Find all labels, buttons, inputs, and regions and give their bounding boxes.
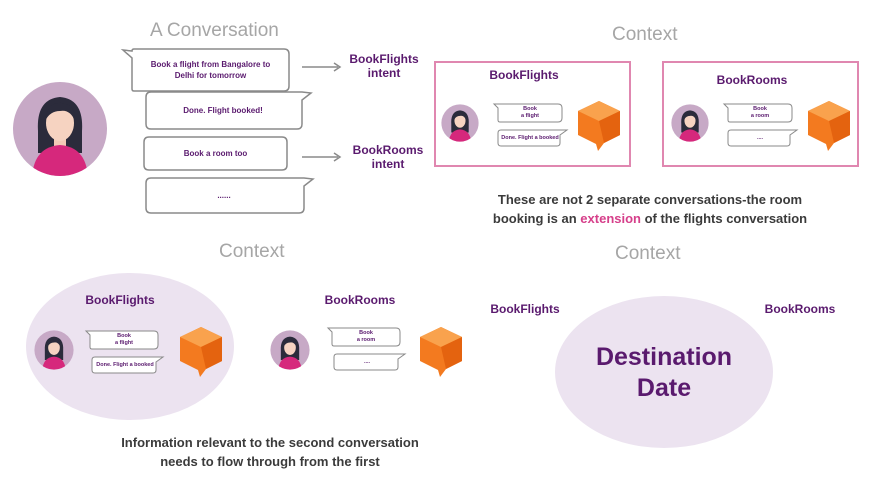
slot-date: Date	[636, 374, 692, 402]
user-avatar-icon	[13, 82, 107, 176]
caption-line: These are not 2 separate conversations-t…	[497, 192, 803, 207]
message-text: Book a room	[356, 330, 376, 343]
message-bubble: Book a room too	[144, 137, 287, 170]
bubble-tail-shape	[120, 48, 290, 92]
context-heading-mid-left: Context	[219, 241, 285, 262]
message-bubble: Book a flight	[498, 104, 562, 122]
bubble-tail-shape	[727, 129, 799, 147]
message-bubble: Book a room	[728, 104, 792, 122]
user-avatar-icon	[34, 330, 74, 370]
panel-title: BookFlights	[489, 68, 559, 82]
message-bubble: Done. Flight a booked	[498, 130, 562, 146]
message-bubble: ....	[334, 354, 400, 370]
label-bookflights: BookFlights	[490, 302, 560, 316]
bubble-tail-shape	[145, 91, 313, 130]
message-text: Book a flight	[114, 333, 134, 346]
intent-suffix: intent	[367, 66, 401, 80]
message-text: Done. Flight a booked	[96, 361, 154, 368]
bubble-tail-shape	[143, 136, 288, 171]
conversation-heading: A Conversation	[150, 20, 279, 41]
caption-line: needs to flow through from the first	[160, 454, 380, 469]
user-avatar-icon	[270, 330, 310, 370]
message-text: Book a flight	[520, 106, 540, 119]
user-avatar-icon	[671, 104, 709, 142]
message-bubble: Book a flight from Bangalore to Delhi fo…	[132, 49, 289, 91]
panel-title: BookRooms	[324, 293, 396, 307]
intent-name: BookRooms	[352, 143, 424, 157]
panel-title: BookFlights	[85, 293, 155, 307]
bot-logo-icon	[808, 101, 850, 151]
message-text: Book a room too	[183, 149, 248, 158]
caption-extension: These are not 2 separate conversations-t…	[440, 190, 860, 228]
caption-line: Information relevant to the second conve…	[121, 435, 419, 450]
message-text: ....	[756, 134, 764, 141]
shared-context-ellipse	[555, 296, 773, 448]
slot-destination: Destination	[595, 343, 733, 371]
shared-slots: Destination Date	[555, 342, 773, 404]
bubble-tail-shape	[497, 129, 569, 147]
message-text: ......	[217, 191, 231, 200]
caption-text: of the flights conversation	[640, 211, 808, 226]
message-bubble: ....	[728, 130, 792, 146]
message-text: ....	[363, 358, 371, 365]
bot-logo-icon	[180, 327, 222, 377]
message-bubble: ......	[146, 178, 302, 213]
intent-name: BookFlights	[349, 52, 419, 66]
intent-label-rooms: BookRooms intent	[346, 143, 430, 171]
caption-highlight: extension	[580, 211, 641, 226]
bubble-tail-shape	[333, 353, 407, 371]
message-text: Done. Flight booked!	[183, 106, 263, 115]
arrow-right-icon	[302, 152, 342, 162]
intent-label-flights: BookFlights intent	[342, 52, 426, 80]
user-avatar-icon	[441, 104, 479, 142]
bubble-tail-shape	[91, 356, 165, 374]
bubble-tail-shape	[492, 103, 563, 123]
message-text: Done. Flight a booked	[501, 134, 559, 141]
message-text: Book a room	[750, 106, 770, 119]
intent-suffix: intent	[371, 157, 405, 171]
context-heading-top: Context	[612, 24, 678, 45]
message-bubble: Done. Flight a booked	[92, 357, 158, 373]
arrow-right-icon	[302, 62, 342, 72]
message-bubble: Book a flight	[90, 331, 158, 349]
caption-line: booking is an extension of the flights c…	[440, 209, 860, 228]
bubble-tail-shape	[326, 327, 401, 347]
bubble-tail-shape	[145, 177, 315, 214]
bot-logo-icon	[578, 101, 620, 151]
caption-text: booking is an	[492, 211, 581, 226]
bubble-tail-shape	[84, 330, 159, 350]
context-heading-mid-right: Context	[615, 243, 681, 264]
message-bubble: Done. Flight booked!	[146, 92, 300, 129]
bot-logo-icon	[420, 327, 462, 377]
caption-information-flow: Information relevant to the second conve…	[60, 433, 480, 471]
label-bookrooms: BookRooms	[764, 302, 836, 316]
panel-title: BookRooms	[716, 73, 788, 87]
message-bubble: Book a room	[332, 328, 400, 346]
bubble-tail-shape	[722, 103, 793, 123]
message-text: Book a flight from Bangalore to Delhi fo…	[150, 60, 271, 80]
